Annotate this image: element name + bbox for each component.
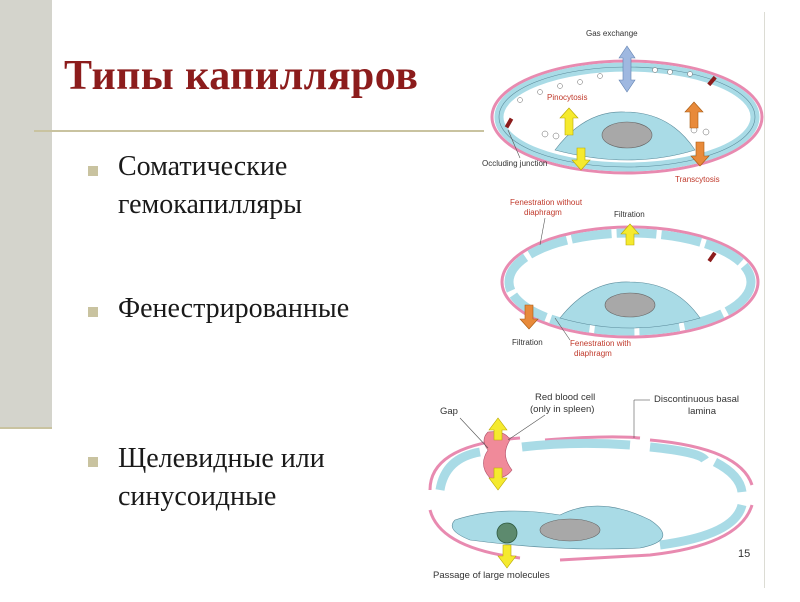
- diagram-fenestrated-capillary: Fenestration without diaphragm Filtratio…: [500, 198, 760, 358]
- label-gas-exchange: Gas exchange: [586, 29, 638, 38]
- label-fenestration-without-2: diaphragm: [524, 208, 562, 217]
- bullet-marker: [88, 307, 98, 317]
- transcytosis-arrow: [684, 101, 704, 129]
- label-fenestration-with-2: diaphragm: [574, 349, 612, 358]
- nucleus: [604, 292, 656, 318]
- left-decor-bar: [0, 0, 52, 427]
- label-filtration-bottom: Filtration: [512, 338, 543, 347]
- nucleus: [539, 518, 601, 542]
- label-pinocytosis: Pinocytosis: [547, 93, 587, 102]
- nucleus: [601, 121, 653, 149]
- large-molecule: [496, 522, 518, 544]
- label-passage: Passage of large molecules: [433, 570, 550, 581]
- bullet-marker: [88, 166, 98, 176]
- bullet-line: Фенестрированные: [118, 293, 350, 324]
- label-fenestration-with-1: Fenestration with: [570, 339, 631, 348]
- title-divider: [34, 130, 484, 132]
- filtration-arrow-down: [519, 304, 539, 330]
- page-number: 15: [738, 548, 751, 560]
- label-filtration-top: Filtration: [614, 210, 645, 219]
- bullet-marker: [88, 457, 98, 467]
- bullet-sinusoid: Щелевидные или синусоидные: [118, 440, 325, 516]
- bullet-fenestrated: Фенестрированные: [118, 290, 349, 328]
- label-fenestration-without-1: Fenestration without: [510, 198, 583, 207]
- left-decor-bar-bottom: [0, 427, 52, 602]
- bullet-line: Соматические: [118, 151, 288, 182]
- slide-title: Типы капилляров: [64, 53, 419, 99]
- bullet-line: Щелевидные или: [118, 443, 325, 474]
- bullet-somatic: Соматические гемокапилляры: [118, 148, 302, 224]
- occluding-junction-mark: [707, 75, 717, 87]
- pinocytosis-arrow-down: [571, 147, 591, 171]
- label-basal-1: Discontinuous basal: [654, 394, 739, 405]
- gap-arrow-down: [488, 467, 508, 491]
- transcytosis-arrow-down: [690, 141, 710, 167]
- filtration-arrow-up: [620, 223, 640, 246]
- label-rbc-2: (only in spleen): [530, 404, 594, 415]
- label-rbc-1: Red blood cell: [535, 392, 595, 403]
- label-gap: Gap: [440, 406, 458, 417]
- label-occluding-junction: Occluding junction: [482, 159, 547, 168]
- right-border-line: [764, 12, 765, 588]
- pinocytosis-arrow: [559, 107, 579, 136]
- red-blood-cell: [483, 431, 513, 479]
- occluding-junction-mark: [504, 117, 514, 129]
- passage-arrow: [497, 544, 517, 569]
- diagram-continuous-capillary: Gas exchange Pinocytosis Occluding junct…: [482, 29, 764, 184]
- bullet-line: гемокапилляры: [118, 189, 303, 220]
- label-transcytosis: Transcytosis: [675, 175, 720, 184]
- label-basal-2: lamina: [688, 406, 717, 417]
- diagram-sinusoidal-capillary: Gap Red blood cell (only in spleen) Disc…: [428, 392, 754, 581]
- bullet-line: синусоидные: [118, 481, 277, 512]
- gas-exchange-arrow: [618, 45, 636, 93]
- gap-arrow-up: [488, 417, 508, 441]
